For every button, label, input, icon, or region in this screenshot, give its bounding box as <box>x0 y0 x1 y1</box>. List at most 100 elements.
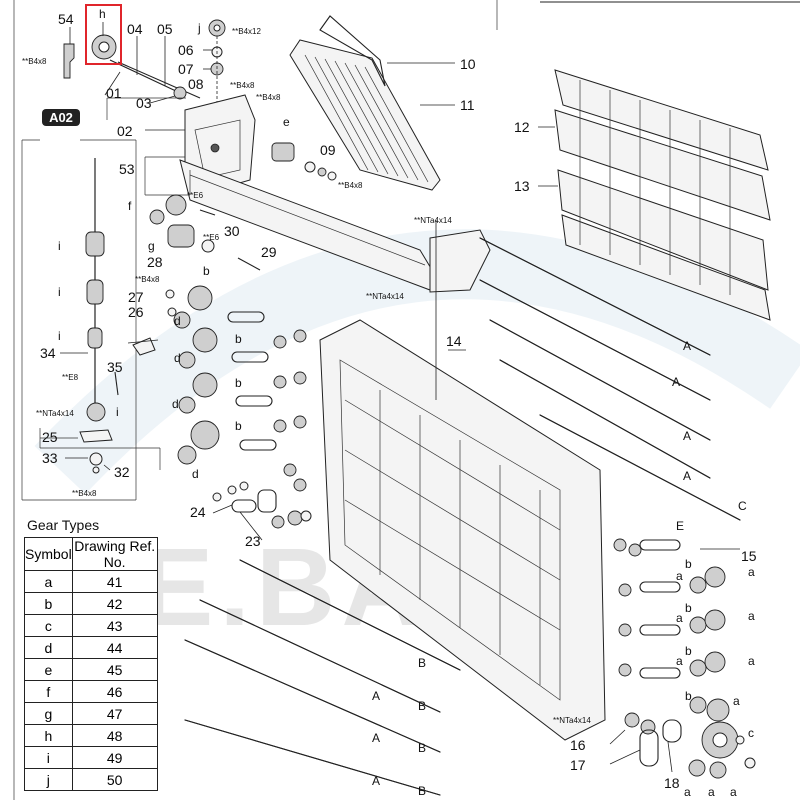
callout-29: 29 <box>261 244 277 260</box>
gear-f <box>149 194 187 225</box>
letter-b-8: b <box>685 689 692 703</box>
callout-04: 04 <box>127 21 143 37</box>
spec-e8: **E8 <box>62 373 79 382</box>
letter-g: g <box>148 239 155 253</box>
letter-a-3: a <box>676 611 683 625</box>
letter-A-4: A <box>683 469 691 483</box>
letter-i-3: i <box>58 329 61 343</box>
drive-gears-right <box>613 538 756 779</box>
callout-25: 25 <box>42 429 58 445</box>
callout-26: 26 <box>128 304 144 320</box>
letter-j: j <box>197 21 201 35</box>
callout-02: 02 <box>117 123 133 139</box>
letter-d-2: d <box>174 351 181 365</box>
callout-03: 03 <box>136 95 152 111</box>
table-header-row: Symbol Drawing Ref. No. <box>24 537 158 571</box>
gear-h <box>91 34 117 60</box>
letter-E: E <box>676 519 684 533</box>
letter-d-1: d <box>174 314 181 328</box>
letter-b-5: b <box>685 557 692 571</box>
callout-33: 33 <box>42 450 58 466</box>
spec-nta4x14-3: **NTa4x14 <box>36 409 74 418</box>
letter-b-6: b <box>685 601 692 615</box>
spec-b4x8-5: **B4x8 <box>135 275 160 284</box>
symbol-cell: h <box>24 724 73 747</box>
callout-13: 13 <box>514 178 530 194</box>
callout-11: 11 <box>460 97 475 113</box>
letter-a-4: a <box>748 609 755 623</box>
letter-a-8: a <box>684 785 691 799</box>
callout-27: 27 <box>128 289 144 305</box>
callout-24: 24 <box>190 504 206 520</box>
callout-05: 05 <box>157 21 173 37</box>
ref-cell: 48 <box>71 724 158 747</box>
callout-53: 53 <box>119 161 135 177</box>
gear-types-title: Gear Types <box>27 517 100 533</box>
header-ref-no: Drawing Ref. No. <box>71 537 158 571</box>
symbol-cell: e <box>24 658 73 681</box>
belt-group-left <box>227 311 307 492</box>
frame-part-02 <box>184 94 256 191</box>
ref-cell: 44 <box>71 636 158 659</box>
spec-e6-2: **E6 <box>203 233 220 242</box>
callout-01: 01 <box>106 85 122 101</box>
spec-nta4x14-2: **NTa4x14 <box>366 292 404 301</box>
ref-cell: 42 <box>71 592 158 615</box>
letter-d-4: d <box>192 467 199 481</box>
callout-12: 12 <box>514 119 530 135</box>
ref-cell: 50 <box>71 768 158 791</box>
letter-A-5: A <box>372 689 380 703</box>
letter-a-9: a <box>708 785 715 799</box>
guide-part-12 <box>554 69 771 321</box>
letter-f: f <box>128 199 132 213</box>
letter-A-6: A <box>372 731 380 745</box>
symbol-cell: d <box>24 636 73 659</box>
header-symbol: Symbol <box>24 537 73 571</box>
letter-b-1: b <box>203 264 210 278</box>
letter-a-2: a <box>748 565 755 579</box>
letter-i-1: i <box>58 239 61 253</box>
letter-a-1: a <box>676 569 683 583</box>
letter-e: e <box>283 115 290 129</box>
callout-15: 15 <box>741 548 757 564</box>
letter-a-10: a <box>730 785 737 799</box>
letter-c: c <box>748 726 754 740</box>
ref-cell: 41 <box>71 570 158 593</box>
callout-35: 35 <box>107 359 123 375</box>
callout-23: 23 <box>245 533 261 549</box>
letter-b-2: b <box>235 332 242 346</box>
callout-07: 07 <box>178 61 194 77</box>
letter-b-4: b <box>235 419 242 433</box>
letter-d-3: d <box>172 397 179 411</box>
letter-i-2: i <box>58 285 61 299</box>
letter-A-1: A <box>683 339 691 353</box>
callout-09: 09 <box>320 142 336 158</box>
callout-32: 32 <box>114 464 130 480</box>
gear-j <box>208 19 226 37</box>
roller-group-A <box>479 237 741 521</box>
symbol-cell: c <box>24 614 73 637</box>
gears-part-23 <box>271 510 312 529</box>
ref-cell: 45 <box>71 658 158 681</box>
callout-54: 54 <box>58 11 74 27</box>
drive-gears-left <box>165 285 220 465</box>
symbol-cell: b <box>24 592 73 615</box>
letter-B-1: B <box>418 656 426 670</box>
gear-e <box>271 142 295 162</box>
letter-A-2: A <box>672 375 680 389</box>
sub-assembly-A02 <box>21 139 137 501</box>
callout-10: 10 <box>460 56 476 72</box>
ref-cell: 46 <box>71 680 158 703</box>
letter-B-2: B <box>418 699 426 713</box>
letter-C: C <box>738 499 747 513</box>
spec-b4x8-4: **B4x8 <box>338 181 363 190</box>
callout-18: 18 <box>664 775 680 791</box>
spec-b4x8-6: **B4x8 <box>72 489 97 498</box>
letter-A-3: A <box>683 429 691 443</box>
